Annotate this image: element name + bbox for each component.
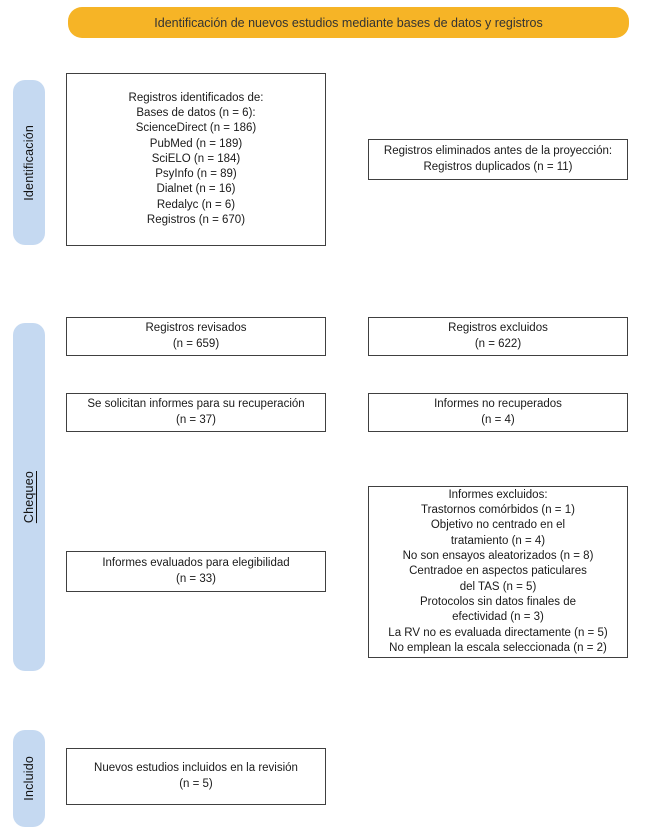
- stage-bar-identification: Identificación: [13, 80, 45, 245]
- box-records-excluded: Registros excluidos (n = 622): [368, 317, 628, 356]
- box-reports-not-retrieved: Informes no recuperados (n = 4): [368, 393, 628, 432]
- banner-title: Identificación de nuevos estudios median…: [68, 7, 629, 38]
- stage-label-identification: Identificación: [22, 124, 36, 201]
- stage-bar-screening: Chequeo: [13, 323, 45, 671]
- box-reports-excluded-reasons: Informes excluidos: Trastornos comórbido…: [368, 486, 628, 658]
- stage-bar-included: Incluido: [13, 730, 45, 827]
- box-records-identified: Registros identificados de: Bases de dat…: [66, 73, 326, 246]
- stage-label-screening: Chequeo: [22, 470, 36, 524]
- box-reports-assessed-eligibility: Informes evaluados para elegibilidad (n …: [66, 551, 326, 592]
- box-records-reviewed: Registros revisados (n = 659): [66, 317, 326, 356]
- box-reports-sought: Se solicitan informes para su recuperaci…: [66, 393, 326, 432]
- box-records-removed-before-screening: Registros eliminados antes de la proyecc…: [368, 139, 628, 180]
- stage-label-included: Incluido: [22, 756, 36, 801]
- banner-title-label: Identificación de nuevos estudios median…: [154, 15, 543, 30]
- box-studies-included: Nuevos estudios incluidos en la revisión…: [66, 748, 326, 805]
